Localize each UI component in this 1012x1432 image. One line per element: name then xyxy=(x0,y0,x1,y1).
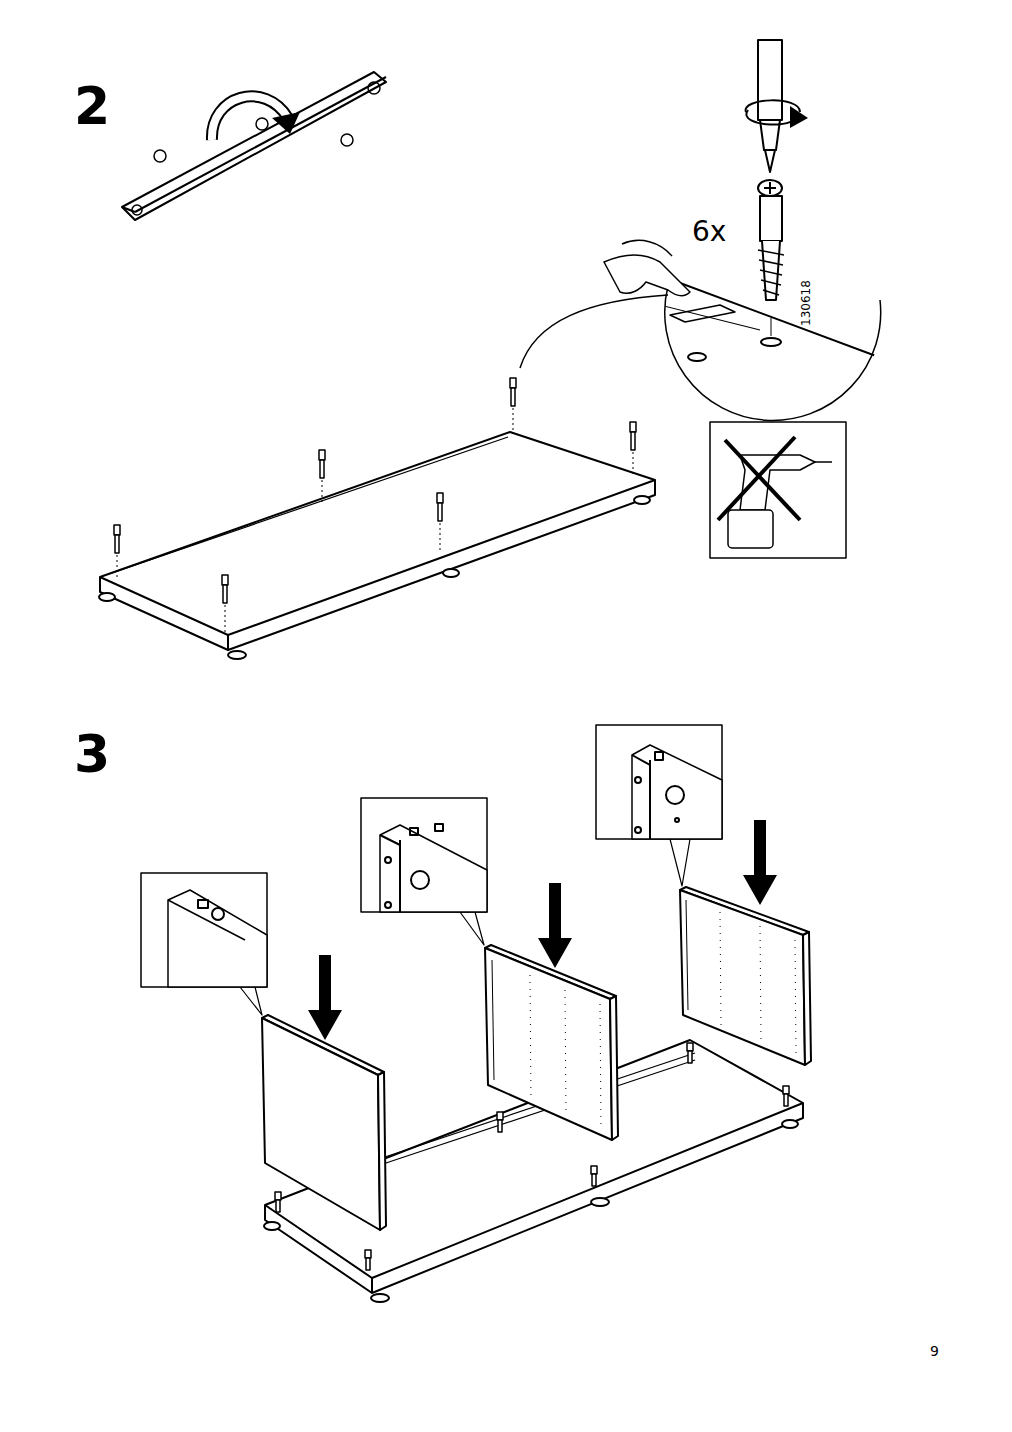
page-number: 9 xyxy=(930,1344,939,1358)
step-number: 3 xyxy=(74,728,110,780)
part-number: 130618 xyxy=(800,280,812,326)
quantity-label: 6x xyxy=(692,218,726,246)
step-number: 2 xyxy=(74,80,110,132)
